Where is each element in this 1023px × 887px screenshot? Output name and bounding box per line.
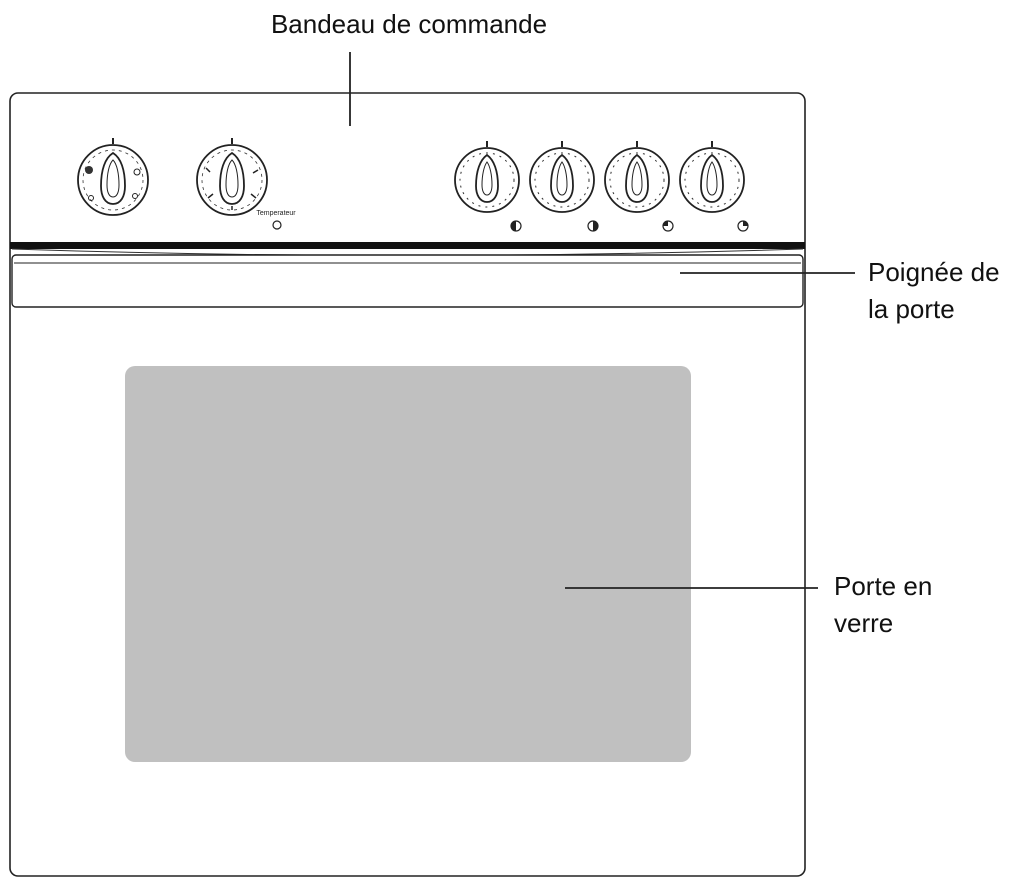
callout-control-panel: Bandeau de commande [271, 9, 547, 39]
burner-position-icon-2 [587, 220, 599, 232]
indicator-light-icon [272, 220, 282, 230]
knob-burner-4[interactable] [679, 141, 745, 213]
callout-door-handle-line1: Poignée de [868, 257, 1000, 287]
callout-glass-door-line1: Porte en [834, 571, 932, 601]
glass-window [125, 366, 691, 762]
knob-burner-3[interactable] [604, 141, 670, 213]
burner-position-icon-1 [510, 220, 522, 232]
knob-temperature[interactable] [196, 138, 268, 216]
callout-door-handle-line2: la porte [868, 294, 955, 324]
knob-burner-2[interactable] [529, 141, 595, 213]
burner-position-icon-3 [662, 220, 674, 232]
knob-function[interactable] [77, 138, 149, 216]
control-panel-edge [10, 242, 805, 249]
knob-burner-1[interactable] [454, 141, 520, 213]
callout-glass-door-line2: verre [834, 608, 893, 638]
door-handle [11, 254, 804, 308]
burner-position-icon-4 [737, 220, 749, 232]
indicator-light-label: Temperateur [256, 210, 296, 217]
